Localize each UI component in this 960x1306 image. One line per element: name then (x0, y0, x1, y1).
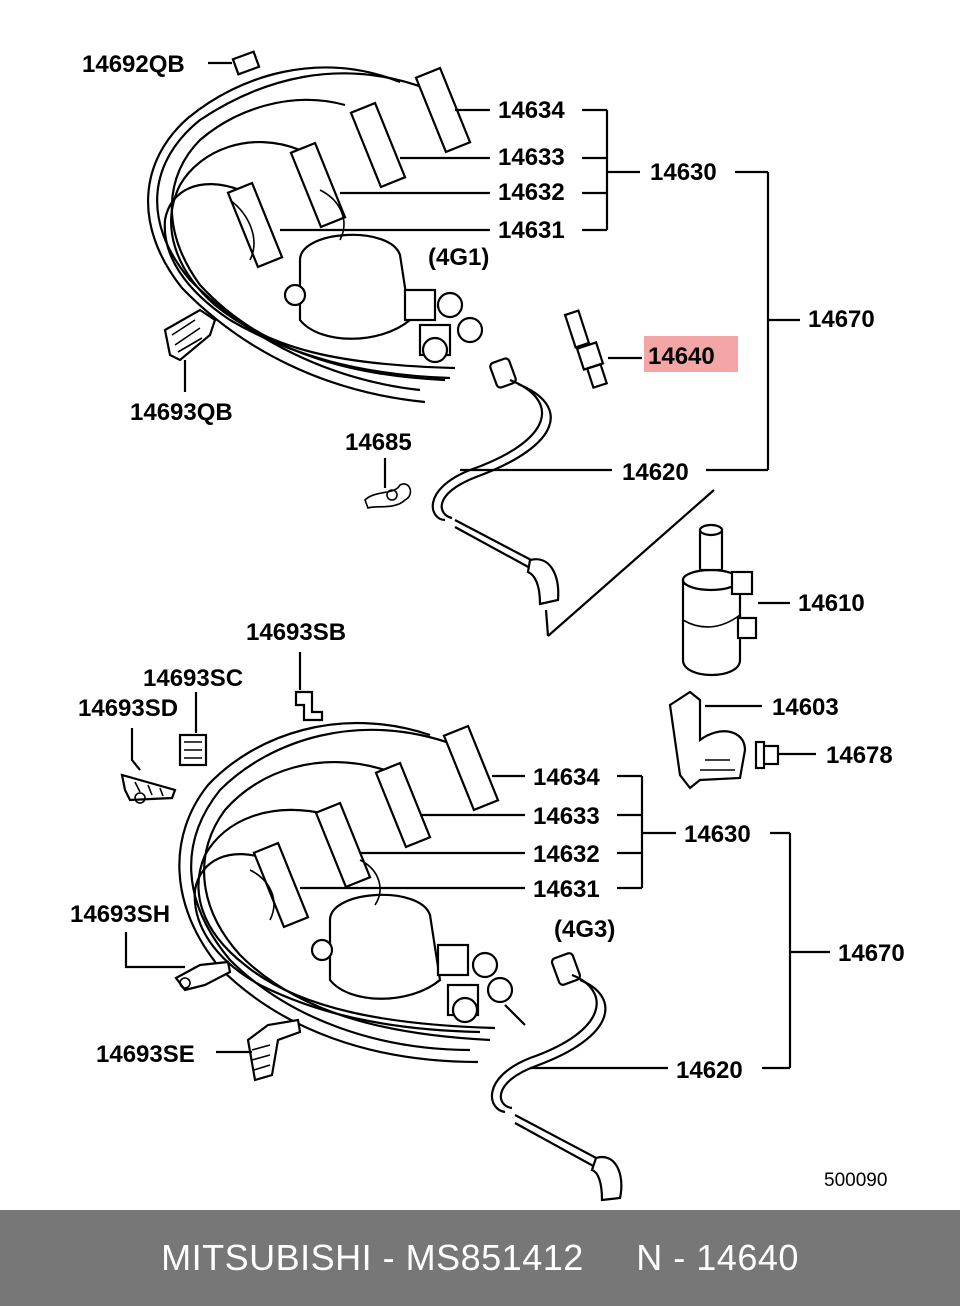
clamp-14685 (364, 458, 412, 510)
label-14693sc: 14693SC (143, 665, 243, 692)
coil-wire-14620-bottom (490, 952, 668, 1202)
label-14620-bottom: 14620 (676, 1057, 743, 1084)
label-14693sd: 14693SD (78, 695, 178, 722)
footer-ref: N - 14640 (636, 1237, 799, 1278)
highlight-14640 (644, 336, 738, 372)
parts-diagram: 14692QB 14693QB 14634 14633 14632 14631 … (70, 50, 905, 1202)
bolt-14678 (754, 740, 816, 770)
ignition-coil-14610 (681, 523, 790, 677)
drawing-number: 500090 (824, 1170, 887, 1191)
clip-14692qb (208, 50, 261, 76)
footer-gap (584, 1237, 637, 1279)
bracket-14693sd (120, 728, 177, 804)
callouts-top (280, 108, 800, 472)
label-4g1: (4G1) (428, 244, 489, 271)
clip-14693sc (178, 692, 208, 767)
label-14670-top: 14670 (808, 306, 875, 333)
label-14640: 14640 (648, 343, 715, 370)
label-14693se: 14693SE (96, 1041, 195, 1068)
part-footer-bar: MITSUBISHI - MS851412 N - 14640 (0, 1210, 960, 1306)
bracket-14693sb (294, 652, 324, 722)
label-14610: 14610 (798, 590, 865, 617)
bracket-14693qb (163, 308, 217, 392)
wire-harness-4g1 (146, 66, 484, 404)
label-14685: 14685 (345, 429, 412, 456)
clip-14693sh (124, 932, 232, 992)
label-14632-bottom: 14632 (533, 841, 600, 868)
footer-part-number: MS851412 (405, 1237, 584, 1278)
footer-separator: - (372, 1237, 406, 1278)
label-14630-top: 14630 (650, 159, 717, 186)
label-14620-top: 14620 (622, 459, 689, 486)
label-14603: 14603 (772, 694, 839, 721)
label-14634-bottom: 14634 (533, 764, 600, 791)
label-14633-top: 14633 (498, 144, 565, 171)
bracket-14693se (216, 1018, 302, 1082)
callouts-bottom (300, 774, 830, 1070)
wire-harness-4g3 (178, 722, 514, 1064)
spark-plug-14640 (563, 309, 642, 390)
label-14632-top: 14632 (498, 179, 565, 206)
label-14633-bottom: 14633 (533, 803, 600, 830)
label-14670-bottom: 14670 (838, 940, 905, 967)
coil-wire-14620-top (431, 357, 612, 606)
label-14693qb: 14693QB (130, 399, 233, 426)
label-14678: 14678 (826, 742, 893, 769)
footer-brand: MITSUBISHI (161, 1237, 373, 1278)
label-14634-top: 14634 (498, 97, 565, 124)
label-14692qb: 14692QB (82, 51, 185, 78)
label-14630-bottom: 14630 (684, 821, 751, 848)
label-14693sh: 14693SH (70, 901, 170, 928)
bracket-14603 (668, 690, 762, 790)
label-4g3: (4G3) (554, 916, 615, 943)
label-14631-top: 14631 (498, 217, 565, 244)
label-14631-bottom: 14631 (533, 876, 600, 903)
label-14693sb: 14693SB (246, 619, 346, 646)
coil-pointer (544, 489, 715, 637)
